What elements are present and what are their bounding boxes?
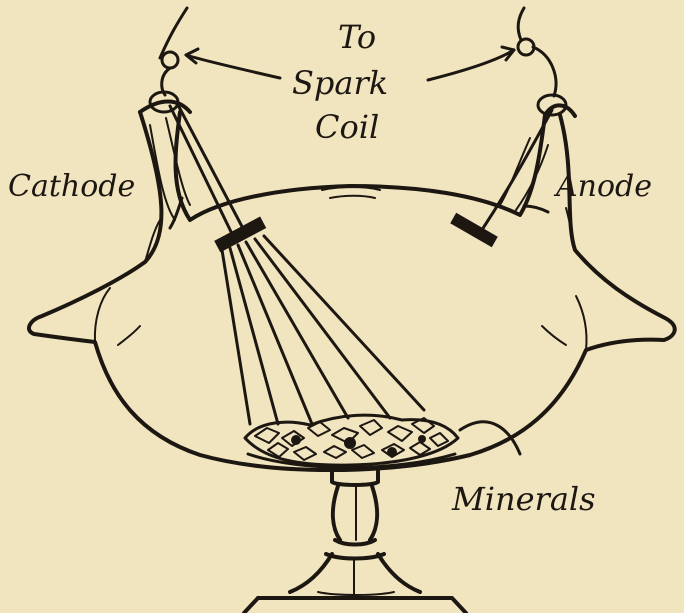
coil-label: Coil	[315, 108, 379, 146]
stand	[244, 470, 466, 613]
minerals-label: Minerals	[451, 480, 596, 518]
cathode-rays	[222, 236, 424, 424]
anode-label: Anode	[553, 169, 652, 204]
to-label: To	[338, 18, 376, 56]
cathode-terminal	[162, 52, 178, 68]
spark-label: Spark	[292, 64, 388, 102]
cathode-neck	[140, 8, 266, 252]
cathode-label: Cathode	[8, 169, 135, 204]
mineral-pile	[245, 415, 458, 467]
